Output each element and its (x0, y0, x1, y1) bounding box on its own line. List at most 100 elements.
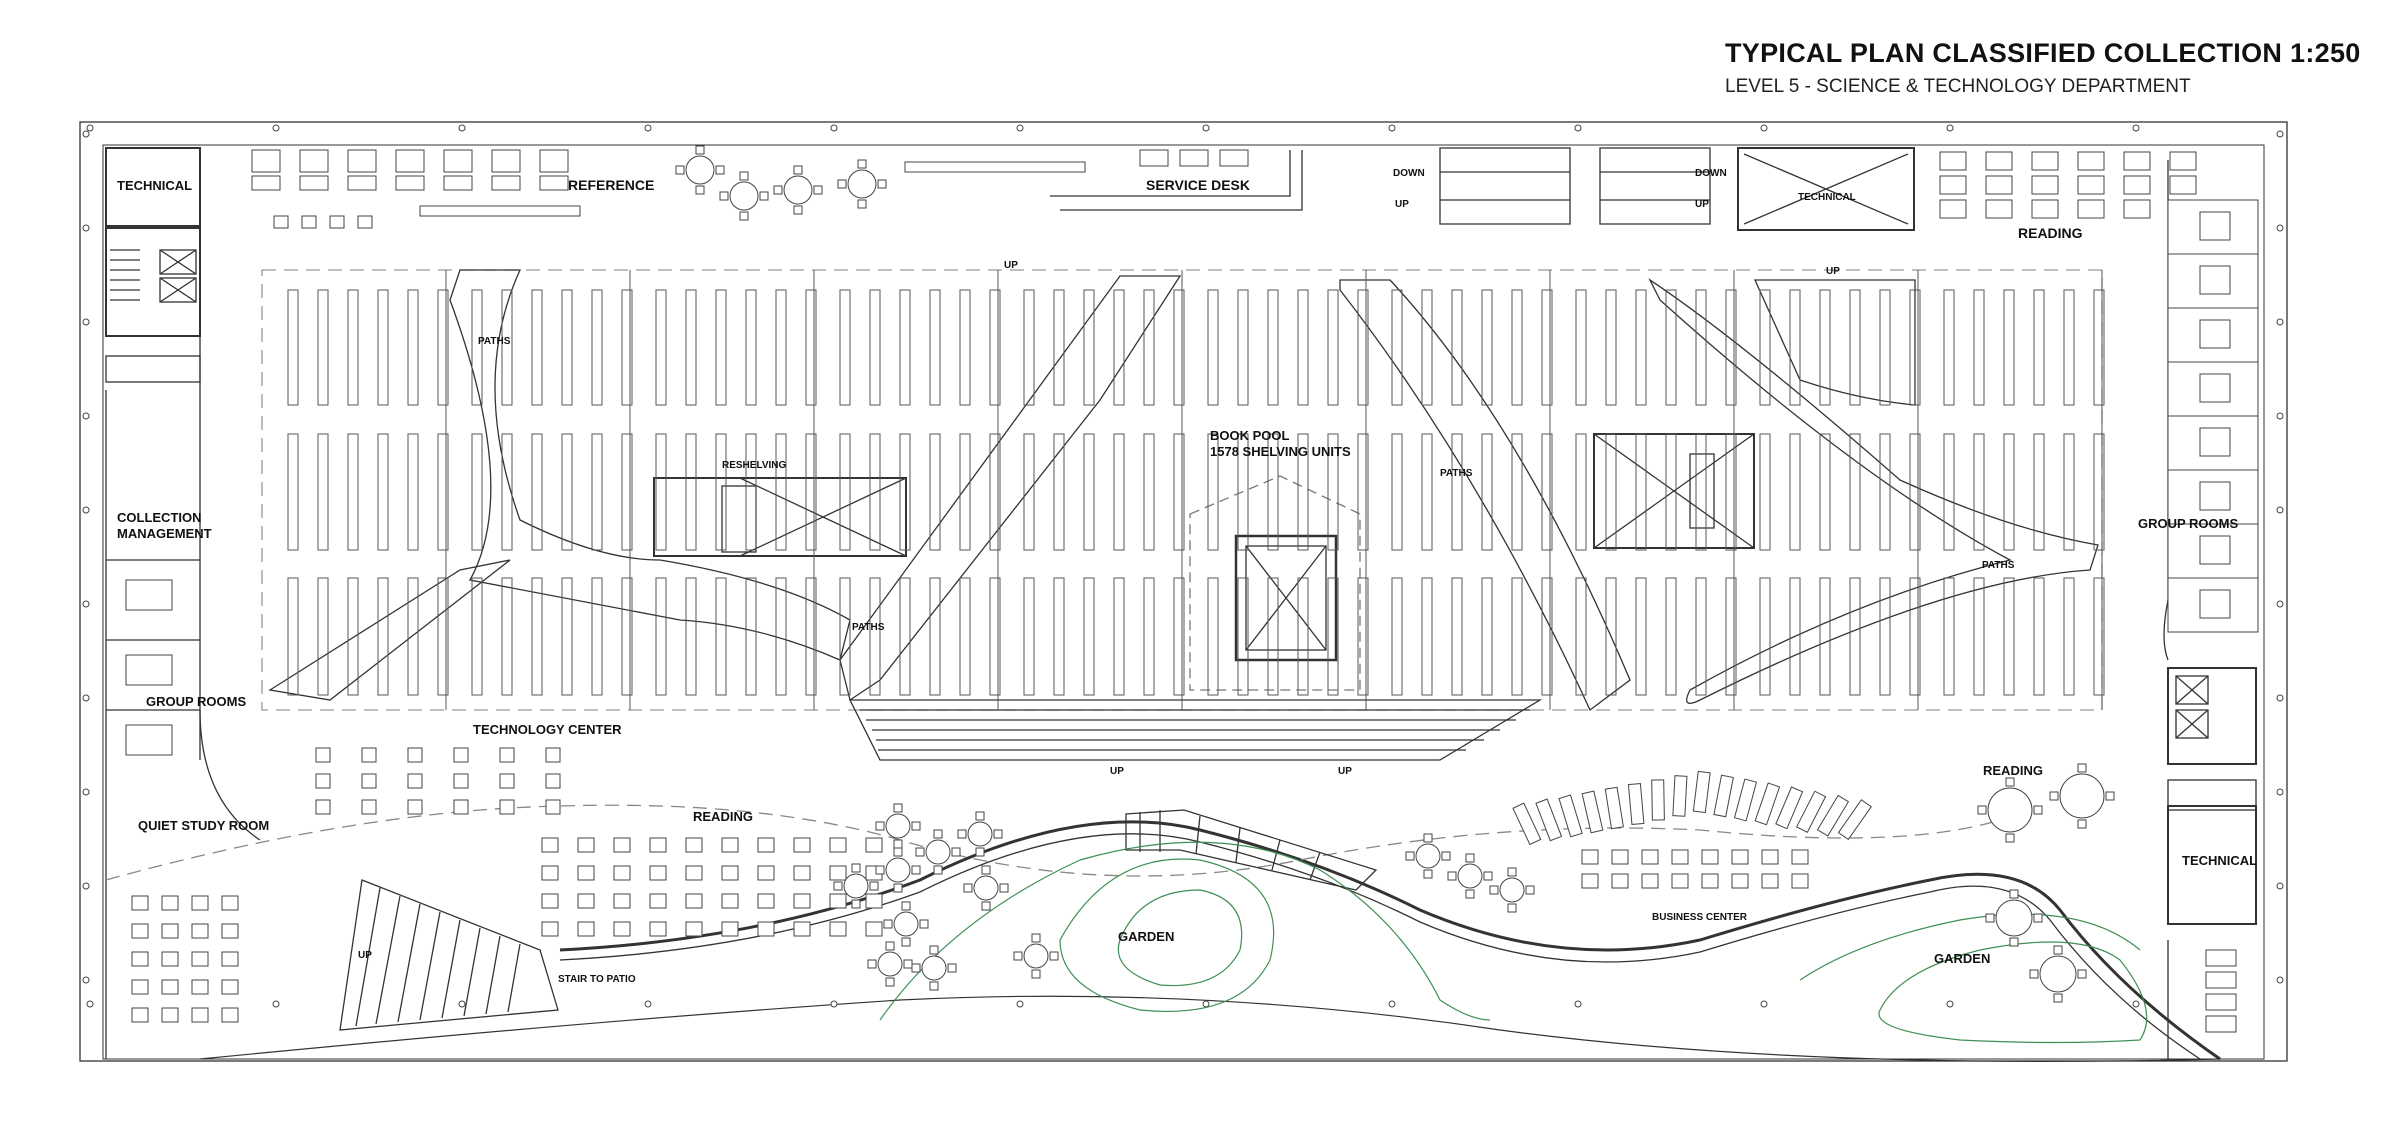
shelving-unit (745, 577, 757, 696)
column (2276, 600, 2284, 608)
label-reading-bottom-left: READING (693, 809, 753, 824)
round-table (1987, 787, 2033, 833)
study-carrel (1581, 790, 1604, 834)
table (545, 799, 561, 815)
shelving-unit (407, 433, 419, 551)
table (453, 799, 469, 815)
chair (1483, 871, 1493, 881)
table (191, 979, 209, 995)
chair (851, 863, 861, 873)
shelving-unit (1237, 433, 1249, 551)
shelving-unit (1143, 577, 1155, 696)
chair (901, 901, 911, 911)
chair (1031, 969, 1041, 979)
stair-to-patio (339, 879, 559, 1031)
table (2205, 949, 2237, 967)
table (1179, 149, 1209, 167)
shelving-unit (287, 289, 299, 406)
table (2077, 151, 2105, 171)
round-table (847, 169, 877, 199)
shelving-unit (2093, 289, 2105, 406)
table (1611, 873, 1629, 889)
shelving-unit (2003, 433, 2015, 551)
shelving-unit (1143, 433, 1155, 551)
shelving-unit (1943, 289, 1955, 406)
shelving-unit (1909, 577, 1921, 696)
shelving-unit (377, 433, 389, 551)
table (2031, 175, 2059, 195)
shelving-unit (1665, 289, 1677, 406)
chair (2005, 777, 2015, 787)
shelving-unit (1879, 289, 1891, 406)
chair (877, 179, 887, 189)
shelving-unit (2063, 577, 2075, 696)
shelving-unit (501, 289, 513, 406)
shelving-unit (561, 433, 573, 551)
table (1939, 151, 1967, 171)
table (191, 1007, 209, 1023)
shelving-unit (407, 577, 419, 696)
chair (869, 881, 879, 891)
shelving-unit (775, 289, 787, 406)
label-paths-1: PATHS (478, 336, 511, 347)
shelving-unit (1481, 577, 1493, 696)
table (685, 837, 703, 853)
shelving-unit (805, 289, 817, 406)
table (161, 1007, 179, 1023)
chair (773, 185, 783, 195)
table (443, 175, 473, 191)
table (191, 895, 209, 911)
column (2276, 506, 2284, 514)
shelving-unit (715, 577, 727, 696)
shelving-unit (775, 433, 787, 551)
table (721, 921, 739, 937)
chair (2009, 937, 2019, 947)
chair (1013, 951, 1023, 961)
shelving-unit (1879, 433, 1891, 551)
shelving-unit (1297, 433, 1309, 551)
round-table (877, 951, 903, 977)
label-reshelving: RESHELVING (722, 460, 786, 471)
shelving-unit (531, 289, 543, 406)
label-quiet-study-room: QUIET STUDY ROOM (138, 818, 269, 833)
table (131, 979, 149, 995)
chair (1441, 851, 1451, 861)
study-carrel (1512, 802, 1542, 846)
shelving-unit (501, 433, 513, 551)
shelving-unit (1267, 433, 1279, 551)
shelving-unit (317, 577, 329, 696)
shelving-unit (1207, 289, 1219, 406)
chair (2105, 791, 2115, 801)
shelving-unit (1695, 577, 1707, 696)
shelving-unit (929, 289, 941, 406)
round-table (1457, 863, 1483, 889)
shelving-unit (591, 577, 603, 696)
label-group-rooms-left: GROUP ROOMS (146, 694, 246, 709)
round-table (729, 181, 759, 211)
column (644, 1000, 652, 1008)
shelving-unit (2063, 289, 2075, 406)
shelving-unit (1451, 577, 1463, 696)
table (2199, 373, 2231, 403)
table (1731, 849, 1749, 865)
shelving-unit (805, 433, 817, 551)
chair (933, 865, 943, 875)
table (315, 773, 331, 789)
table (1761, 873, 1779, 889)
chair (1507, 867, 1517, 877)
chair (1525, 885, 1535, 895)
round-table (685, 155, 715, 185)
table (649, 837, 667, 853)
chair (833, 881, 843, 891)
chair (1985, 913, 1995, 923)
shelving-unit (561, 577, 573, 696)
shelving-unit (1173, 577, 1185, 696)
table (221, 923, 239, 939)
table (315, 799, 331, 815)
chair (867, 959, 877, 969)
table (1791, 873, 1809, 889)
shelving-unit (1759, 433, 1771, 551)
shelving-unit (1973, 289, 1985, 406)
column (82, 694, 90, 702)
